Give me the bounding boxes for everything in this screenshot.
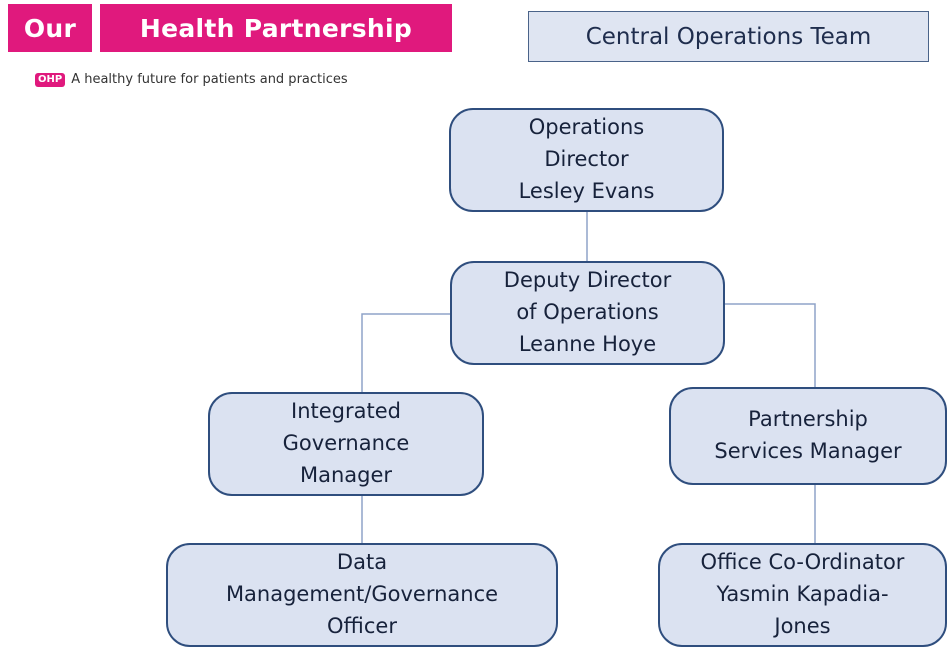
node-line: Leanne Hoye	[518, 331, 657, 356]
team-title: Central Operations Team	[585, 23, 872, 50]
node-line: Data	[336, 550, 388, 575]
team-title-box: Central Operations Team	[528, 11, 929, 62]
node-line: Operations	[528, 115, 645, 140]
node-line: Jones	[774, 613, 831, 638]
node-line: Management/Governance	[225, 582, 499, 607]
node-operations-director: Operations Director Lesley Evans	[449, 108, 724, 212]
ohp-badge: OHP	[35, 72, 66, 87]
node-deputy-director: Deputy Director of Operations Leanne Hoy…	[450, 261, 725, 365]
node-line: Governance	[282, 431, 410, 456]
node-line: Manager	[299, 462, 393, 487]
node-line: Partnership	[748, 407, 868, 432]
node-line: Office Co-Ordinator	[700, 550, 905, 575]
node-line: Lesley Evans	[518, 178, 655, 203]
logo-health-partnership-block: Health Partnership	[100, 4, 452, 52]
node-line: Officer	[327, 613, 397, 638]
node-data-management-governance-officer: Data Management/Governance Officer	[166, 543, 558, 647]
node-line: Services Manager	[714, 439, 902, 463]
node-line: Deputy Director	[503, 268, 672, 293]
connector-deputy-to-igm	[361, 313, 450, 392]
logo-our-text: Our	[23, 13, 77, 43]
node-integrated-governance-manager: Integrated Governance Manager	[208, 392, 484, 496]
node-line: Director	[544, 147, 629, 172]
tagline-text: A healthy future for patients and practi…	[71, 72, 348, 87]
connector-deputy-to-psm	[725, 303, 816, 387]
node-line: of Operations	[516, 300, 659, 325]
node-line: Integrated	[291, 399, 401, 424]
node-partnership-services-manager: Partnership Services Manager	[669, 387, 947, 485]
node-office-coordinator: Office Co-Ordinator Yasmin Kapadia- Jone…	[658, 543, 947, 647]
logo-health-partnership-text: Health Partnership	[139, 13, 413, 43]
logo-tagline: OHP A healthy future for patients and pr…	[35, 72, 348, 87]
node-line: Yasmin Kapadia-	[716, 582, 889, 607]
logo-our-block: Our	[8, 4, 92, 52]
